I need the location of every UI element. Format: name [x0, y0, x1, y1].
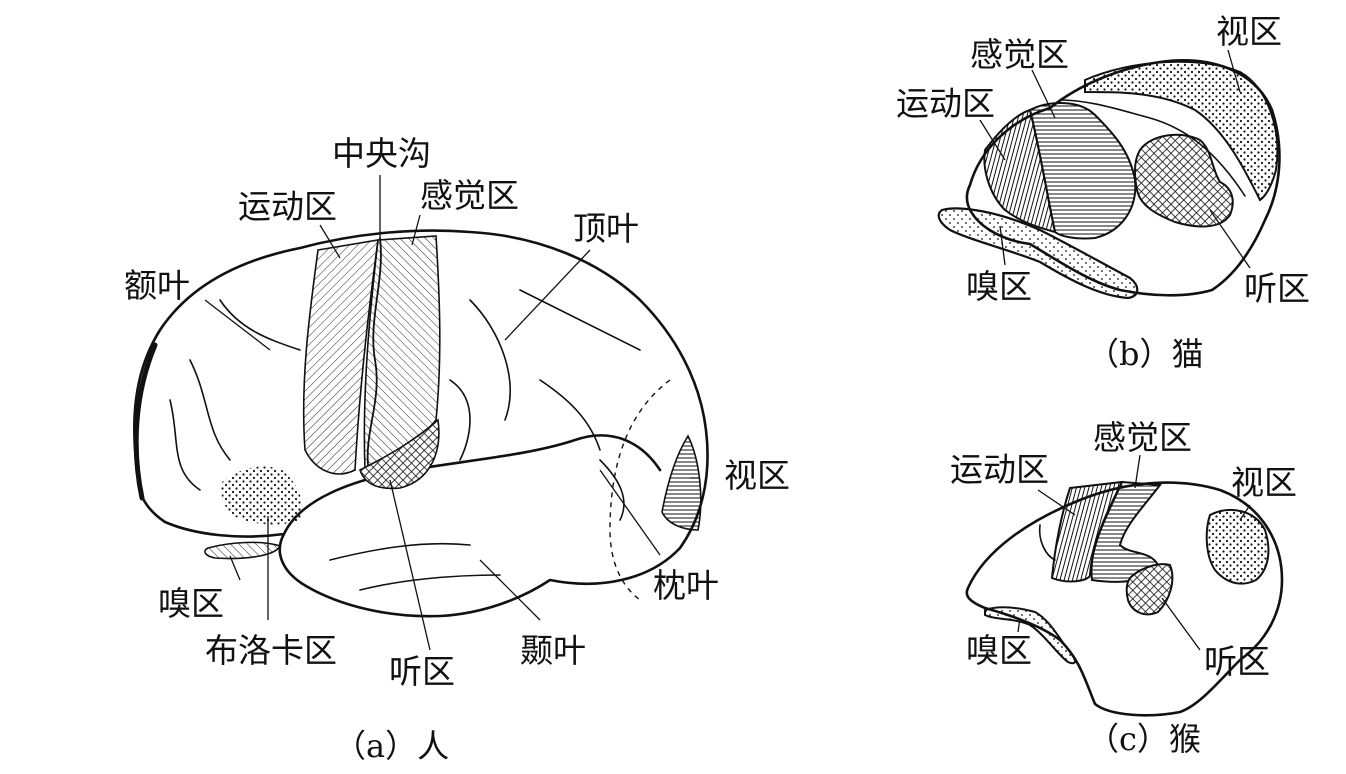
human-broca-area-label: 布洛卡区	[205, 631, 337, 670]
cat-brain-figure: 视区 感觉区 运动区 嗅区 听区 （b）猫	[896, 12, 1310, 373]
human-temporal-lobe-outline	[282, 434, 662, 536]
cat-auditory-area	[1134, 133, 1234, 228]
human-visual-area	[661, 434, 702, 531]
human-sensory-area-label: 感觉区	[420, 176, 519, 215]
monkey-auditory-area	[1125, 563, 1174, 616]
human-central-sulcus	[366, 237, 382, 466]
monkey-visual-area	[1205, 509, 1270, 585]
monkey-motor-area-label: 运动区	[950, 450, 1049, 489]
cat-sensory-area-label: 感觉区	[970, 35, 1069, 74]
human-central-sulcus-label: 中央沟	[332, 134, 431, 173]
human-motor-area	[302, 239, 379, 475]
monkey-visual-area-label: 视区	[1231, 463, 1297, 502]
monkey-auditory-area-label: 听区	[1204, 642, 1270, 681]
cat-olfactory-area	[937, 207, 1139, 300]
monkey-caption: （c）猴	[1087, 720, 1201, 758]
human-parietal-lobe-label: 顶叶	[573, 209, 639, 248]
human-olfactory-area	[204, 541, 282, 560]
cat-auditory-area-label: 听区	[1244, 269, 1310, 308]
human-auditory-area-label: 听区	[389, 652, 455, 691]
human-frontal-lobe-label: 额叶	[124, 266, 190, 305]
cat-visual-area	[1084, 60, 1279, 202]
human-visual-area-label: 视区	[724, 456, 790, 495]
monkey-brain-figure: 感觉区 运动区 视区 嗅区 听区 （c）猴	[950, 418, 1297, 758]
monkey-sensory-area-label: 感觉区	[1093, 418, 1192, 457]
human-auditory-area	[359, 418, 440, 490]
cat-sensory-area	[1028, 102, 1137, 240]
cat-caption: （b）猫	[1087, 335, 1204, 373]
human-motor-area-label: 运动区	[238, 187, 337, 226]
human-temporal-lobe-label: 颞叶	[520, 631, 586, 670]
human-brain-figure: 中央沟 运动区 感觉区 顶叶 额叶 视区 嗅区 枕叶 布洛卡区 听区 颞叶 （a…	[124, 134, 790, 765]
cat-olfactory-area-label: 嗅区	[966, 267, 1032, 306]
human-caption: （a）人	[334, 727, 449, 765]
monkey-olfactory-area	[984, 606, 1076, 665]
human-occipital-lobe-label: 枕叶	[653, 566, 719, 605]
monkey-olfactory-area-label: 嗅区	[966, 631, 1032, 670]
human-brain-outline	[132, 229, 709, 618]
human-broca-area	[221, 466, 303, 525]
cat-motor-area-label: 运动区	[896, 84, 995, 123]
cat-visual-area-label: 视区	[1216, 12, 1282, 51]
human-olfactory-area-label: 嗅区	[158, 584, 224, 623]
